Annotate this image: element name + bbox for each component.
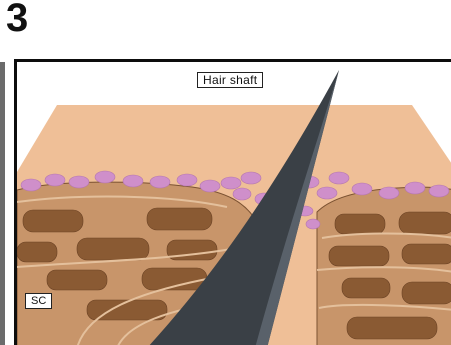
sc-label: SC — [25, 293, 52, 309]
skin-cross-section — [17, 62, 451, 345]
skin-diagram-frame: Hair shaft SC — [14, 59, 451, 345]
panel-number: 3 — [6, 0, 28, 38]
left-edge-bar — [0, 62, 5, 345]
hair-shaft-label: Hair shaft — [197, 72, 263, 88]
